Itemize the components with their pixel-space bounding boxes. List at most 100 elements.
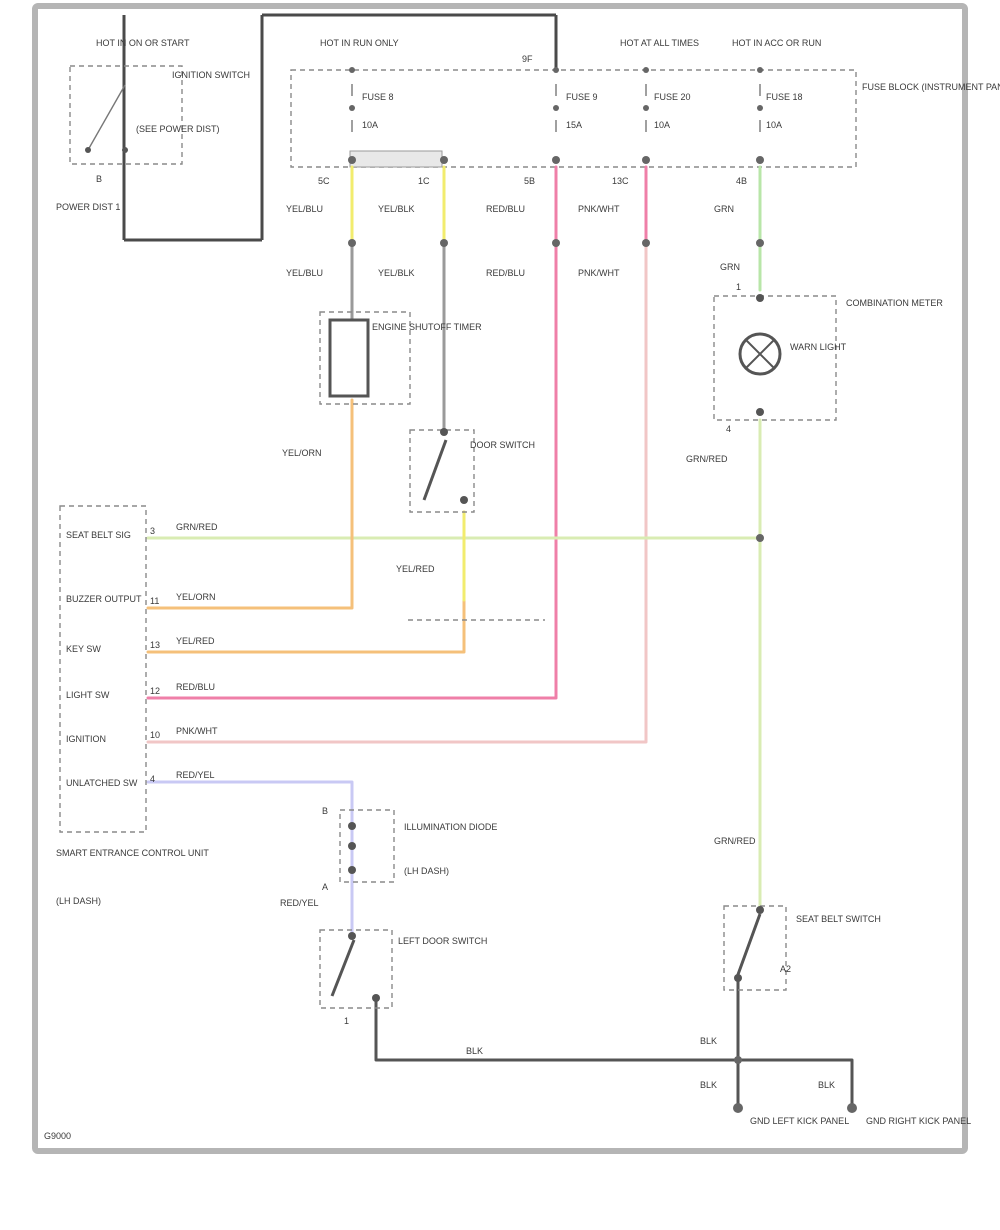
- combo-pin-bot: 4: [726, 424, 731, 434]
- ignition-switch-block: HOT IN ON OR START IGNITION SWITCH (SEE …: [56, 15, 264, 242]
- wire-y2-top: YEL/BLK: [378, 204, 415, 214]
- pin4-no: 12: [150, 686, 160, 696]
- fuse-pin-d: 13C: [612, 176, 629, 186]
- ground-left-label: GND LEFT KICK PANEL: [750, 1116, 849, 1126]
- wire-g-top: GRN: [714, 204, 734, 214]
- wire-p-top: PNK/WHT: [578, 204, 620, 214]
- ignition-pin-label: B: [96, 174, 102, 184]
- wire-red-yel: [146, 780, 354, 937]
- fuse-link-label: 9F: [522, 54, 533, 64]
- timer-label: ENGINE SHUTOFF TIMER: [372, 322, 482, 332]
- control-unit: SEAT BELT SIG 3 GRN/RED BUZZER OUTPUT 11…: [56, 505, 218, 906]
- wire-yel-red: [146, 510, 466, 654]
- fuse1-name: FUSE 8: [362, 92, 394, 102]
- wire-yel-red-label: YEL/RED: [396, 564, 435, 574]
- rh-pin: A2: [780, 964, 791, 974]
- fuse-pin-b: 1C: [418, 176, 430, 186]
- seat-belt-switch: SEAT BELT SWITCH A2 GRN/RED BLK: [700, 836, 881, 1046]
- pin2-no: 11: [150, 596, 159, 606]
- fuse-col1-header: HOT IN RUN ONLY: [320, 38, 399, 48]
- pin6-no: 4: [150, 774, 155, 784]
- diode-wire: RED/YEL: [280, 898, 319, 908]
- diode-label: ILLUMINATION DIODE: [404, 822, 497, 832]
- left-door-switch: LEFT DOOR SWITCH 1: [319, 929, 487, 1026]
- module-pin6-label: UNLATCHED SW: [66, 778, 138, 788]
- engine-shutoff-timer: ENGINE SHUTOFF TIMER: [319, 311, 482, 405]
- diode-p2: A: [322, 882, 328, 892]
- fuse4-amp: 10A: [766, 120, 782, 130]
- fuse-col4-header: HOT IN ACC OR RUN: [732, 38, 821, 48]
- module-name: SMART ENTRANCE CONTROL UNIT: [56, 848, 209, 858]
- rh-wire-blk: BLK: [700, 1036, 717, 1046]
- module-pin3-label: KEY SW: [66, 644, 101, 654]
- ground-right-wire: BLK: [818, 1080, 835, 1090]
- wire-yel-orn-label: YEL/ORN: [282, 448, 322, 458]
- wire-r-bot: RED/BLU: [486, 268, 525, 278]
- fuse1-amp: 10A: [362, 120, 378, 130]
- pin3-no: 13: [150, 640, 160, 650]
- pin1-no: 3: [150, 526, 155, 536]
- wire-y2-bot: YEL/BLK: [378, 268, 415, 278]
- wire-r-top: RED/BLU: [486, 204, 525, 214]
- pin1-wire: GRN/RED: [176, 522, 218, 532]
- combination-meter: COMBINATION METER 1 4 WARN LIGHT GRN/RED: [686, 282, 943, 464]
- diode-loc: (LH DASH): [404, 866, 449, 876]
- door-switch-label: DOOR SWITCH: [470, 440, 535, 450]
- ground-left-wire: BLK: [700, 1080, 717, 1090]
- fuse-col3-header: HOT AT ALL TIMES: [620, 38, 699, 48]
- diagram-frame: [32, 3, 968, 1154]
- wire-grn-red: [146, 418, 762, 912]
- pin4-wire: RED/BLU: [176, 682, 215, 692]
- combo-warn-label: WARN LIGHT: [790, 342, 847, 352]
- control-unit-pins: SEAT BELT SIG 3 GRN/RED BUZZER OUTPUT 11…: [66, 522, 218, 788]
- connector-nodes: [348, 239, 857, 1113]
- combo-wire-label: GRN/RED: [686, 454, 728, 464]
- pin6-wire: RED/YEL: [176, 770, 215, 780]
- pin5-wire: PNK/WHT: [176, 726, 218, 736]
- wire-red-blu: [146, 165, 558, 700]
- fuse-box-label: FUSE BLOCK (INSTRUMENT PANEL): [862, 82, 1000, 92]
- fuse-pin-c: 5B: [524, 176, 535, 186]
- wire-ground: [374, 973, 854, 1107]
- pin3-wire: YEL/RED: [176, 636, 215, 646]
- fuse2-name: FUSE 9: [566, 92, 598, 102]
- rh-wire-top: GRN/RED: [714, 836, 756, 846]
- wire-p-bot: PNK/WHT: [578, 268, 620, 278]
- module-loc: (LH DASH): [56, 896, 101, 906]
- illumination-diode: ILLUMINATION DIODE (LH DASH) B A RED/YEL: [280, 806, 497, 908]
- fuse3-amp: 10A: [654, 120, 670, 130]
- ground-wire-label: BLK: [466, 1046, 483, 1056]
- ignition-switch-label: IGNITION SWITCH: [172, 70, 250, 80]
- module-pin5-label: IGNITION: [66, 734, 106, 744]
- combo-meter-label: COMBINATION METER: [846, 298, 943, 308]
- module-pin1-label: SEAT BELT SIG: [66, 530, 131, 540]
- lh-pin: 1: [344, 1016, 349, 1026]
- combo-pin-top: 1: [736, 282, 741, 292]
- ground-right-label: GND RIGHT KICK PANEL: [866, 1116, 971, 1126]
- wire-y1-top: YEL/BLU: [286, 204, 323, 214]
- fuse3-name: FUSE 20: [654, 92, 691, 102]
- door-switch: DOOR SWITCH: [409, 428, 535, 513]
- wire-g-bot: GRN: [720, 262, 740, 272]
- pin5-no: 10: [150, 730, 160, 740]
- fuse4-name: FUSE 18: [766, 92, 803, 102]
- fuse-pin-a: 5C: [318, 176, 330, 186]
- grounds: BLK BLK BLK GND LEFT KICK PANEL GND RIGH…: [466, 1046, 971, 1126]
- wire-yel-orn: [146, 398, 354, 610]
- fuse2-amp: 15A: [566, 120, 582, 130]
- pin2-wire: YEL/ORN: [176, 592, 216, 602]
- wire-y1-bot: YEL/BLU: [286, 268, 323, 278]
- diode-p1: B: [322, 806, 328, 816]
- rh-switch-label: SEAT BELT SWITCH: [796, 914, 881, 924]
- fuse-pin-e: 4B: [736, 176, 747, 186]
- module-pin4-label: LIGHT SW: [66, 690, 110, 700]
- ignition-header: HOT IN ON OR START: [96, 38, 190, 48]
- ignition-ref-label: POWER DIST 1: [56, 202, 120, 212]
- fuse-block: HOT IN RUN ONLY HOT AT ALL TIMES HOT IN …: [262, 13, 1000, 186]
- module-pin2-label: BUZZER OUTPUT: [66, 594, 142, 604]
- diagram-corner-label: G9000: [44, 1131, 71, 1141]
- wire-pnk-wht: [146, 165, 648, 744]
- ignition-part-label: (SEE POWER DIST): [136, 124, 220, 134]
- lh-switch-label: LEFT DOOR SWITCH: [398, 936, 487, 946]
